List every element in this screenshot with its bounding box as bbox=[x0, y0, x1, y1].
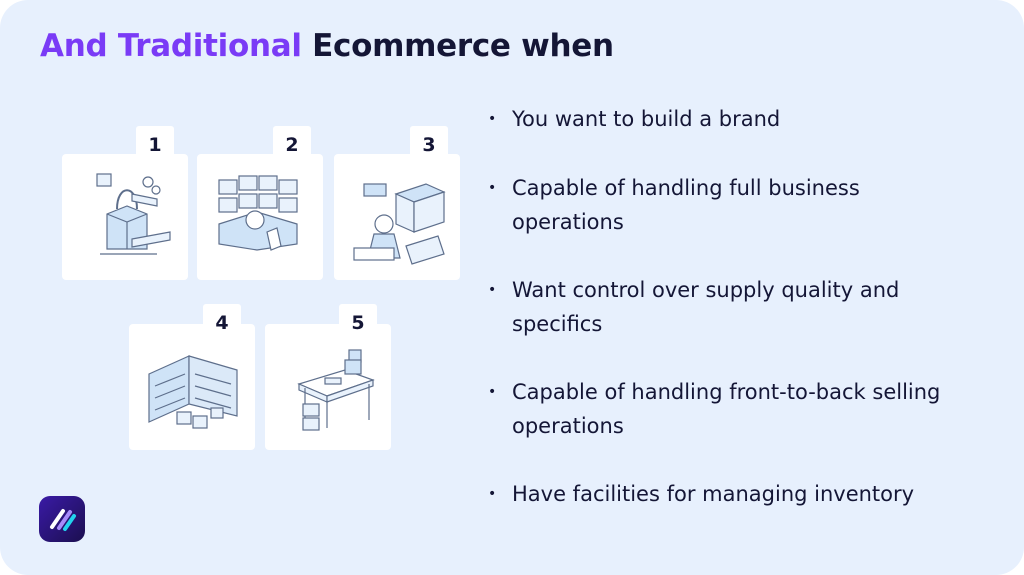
bullet-dot: • bbox=[488, 111, 497, 127]
bullet-dot: • bbox=[488, 486, 497, 502]
bullet-dot: • bbox=[488, 384, 497, 400]
list-item: • Capable of handling front-to-back sell… bbox=[488, 375, 978, 443]
step-card-5: 5 bbox=[265, 304, 391, 450]
step-number-1: 1 bbox=[136, 126, 174, 164]
step-number-4: 4 bbox=[203, 304, 241, 342]
inventory-desk-icon bbox=[297, 349, 375, 431]
title-rest: Ecommerce when bbox=[312, 28, 614, 64]
brand-building-icon bbox=[96, 173, 171, 255]
list-item-text: You want to build a brand bbox=[512, 107, 781, 131]
list-item: • Have facilities for managing inventory bbox=[488, 477, 978, 511]
title-highlight: And Traditional bbox=[40, 28, 302, 64]
step-card-3: 3 bbox=[334, 126, 460, 280]
app-logo-icon bbox=[50, 509, 76, 531]
page-title: And Traditional Ecommerce when bbox=[40, 28, 614, 64]
warehouse-icon bbox=[148, 355, 238, 429]
list-item-text: Capable of handling front-to-back sellin… bbox=[512, 380, 941, 438]
bullet-dot: • bbox=[488, 282, 497, 298]
step-number-5: 5 bbox=[339, 304, 377, 342]
step-card-2: 2 bbox=[197, 126, 323, 280]
list-item-text: Capable of handling full business operat… bbox=[512, 176, 860, 234]
step-number-3: 3 bbox=[410, 126, 448, 164]
step-card-1: 1 bbox=[62, 126, 188, 280]
list-item: • Capable of handling full business oper… bbox=[488, 171, 978, 239]
list-item-text: Want control over supply quality and spe… bbox=[512, 278, 900, 336]
operations-control-room-icon bbox=[218, 175, 298, 251]
app-logo bbox=[39, 496, 85, 542]
supply-quality-icon bbox=[353, 183, 446, 265]
list-item-text: Have facilities for managing inventory bbox=[512, 482, 915, 506]
list-item: • You want to build a brand bbox=[488, 102, 978, 136]
list-item: • Want control over supply quality and s… bbox=[488, 273, 978, 341]
step-card-4: 4 bbox=[129, 304, 255, 450]
step-number-2: 2 bbox=[273, 126, 311, 164]
bullet-dot: • bbox=[488, 180, 497, 196]
